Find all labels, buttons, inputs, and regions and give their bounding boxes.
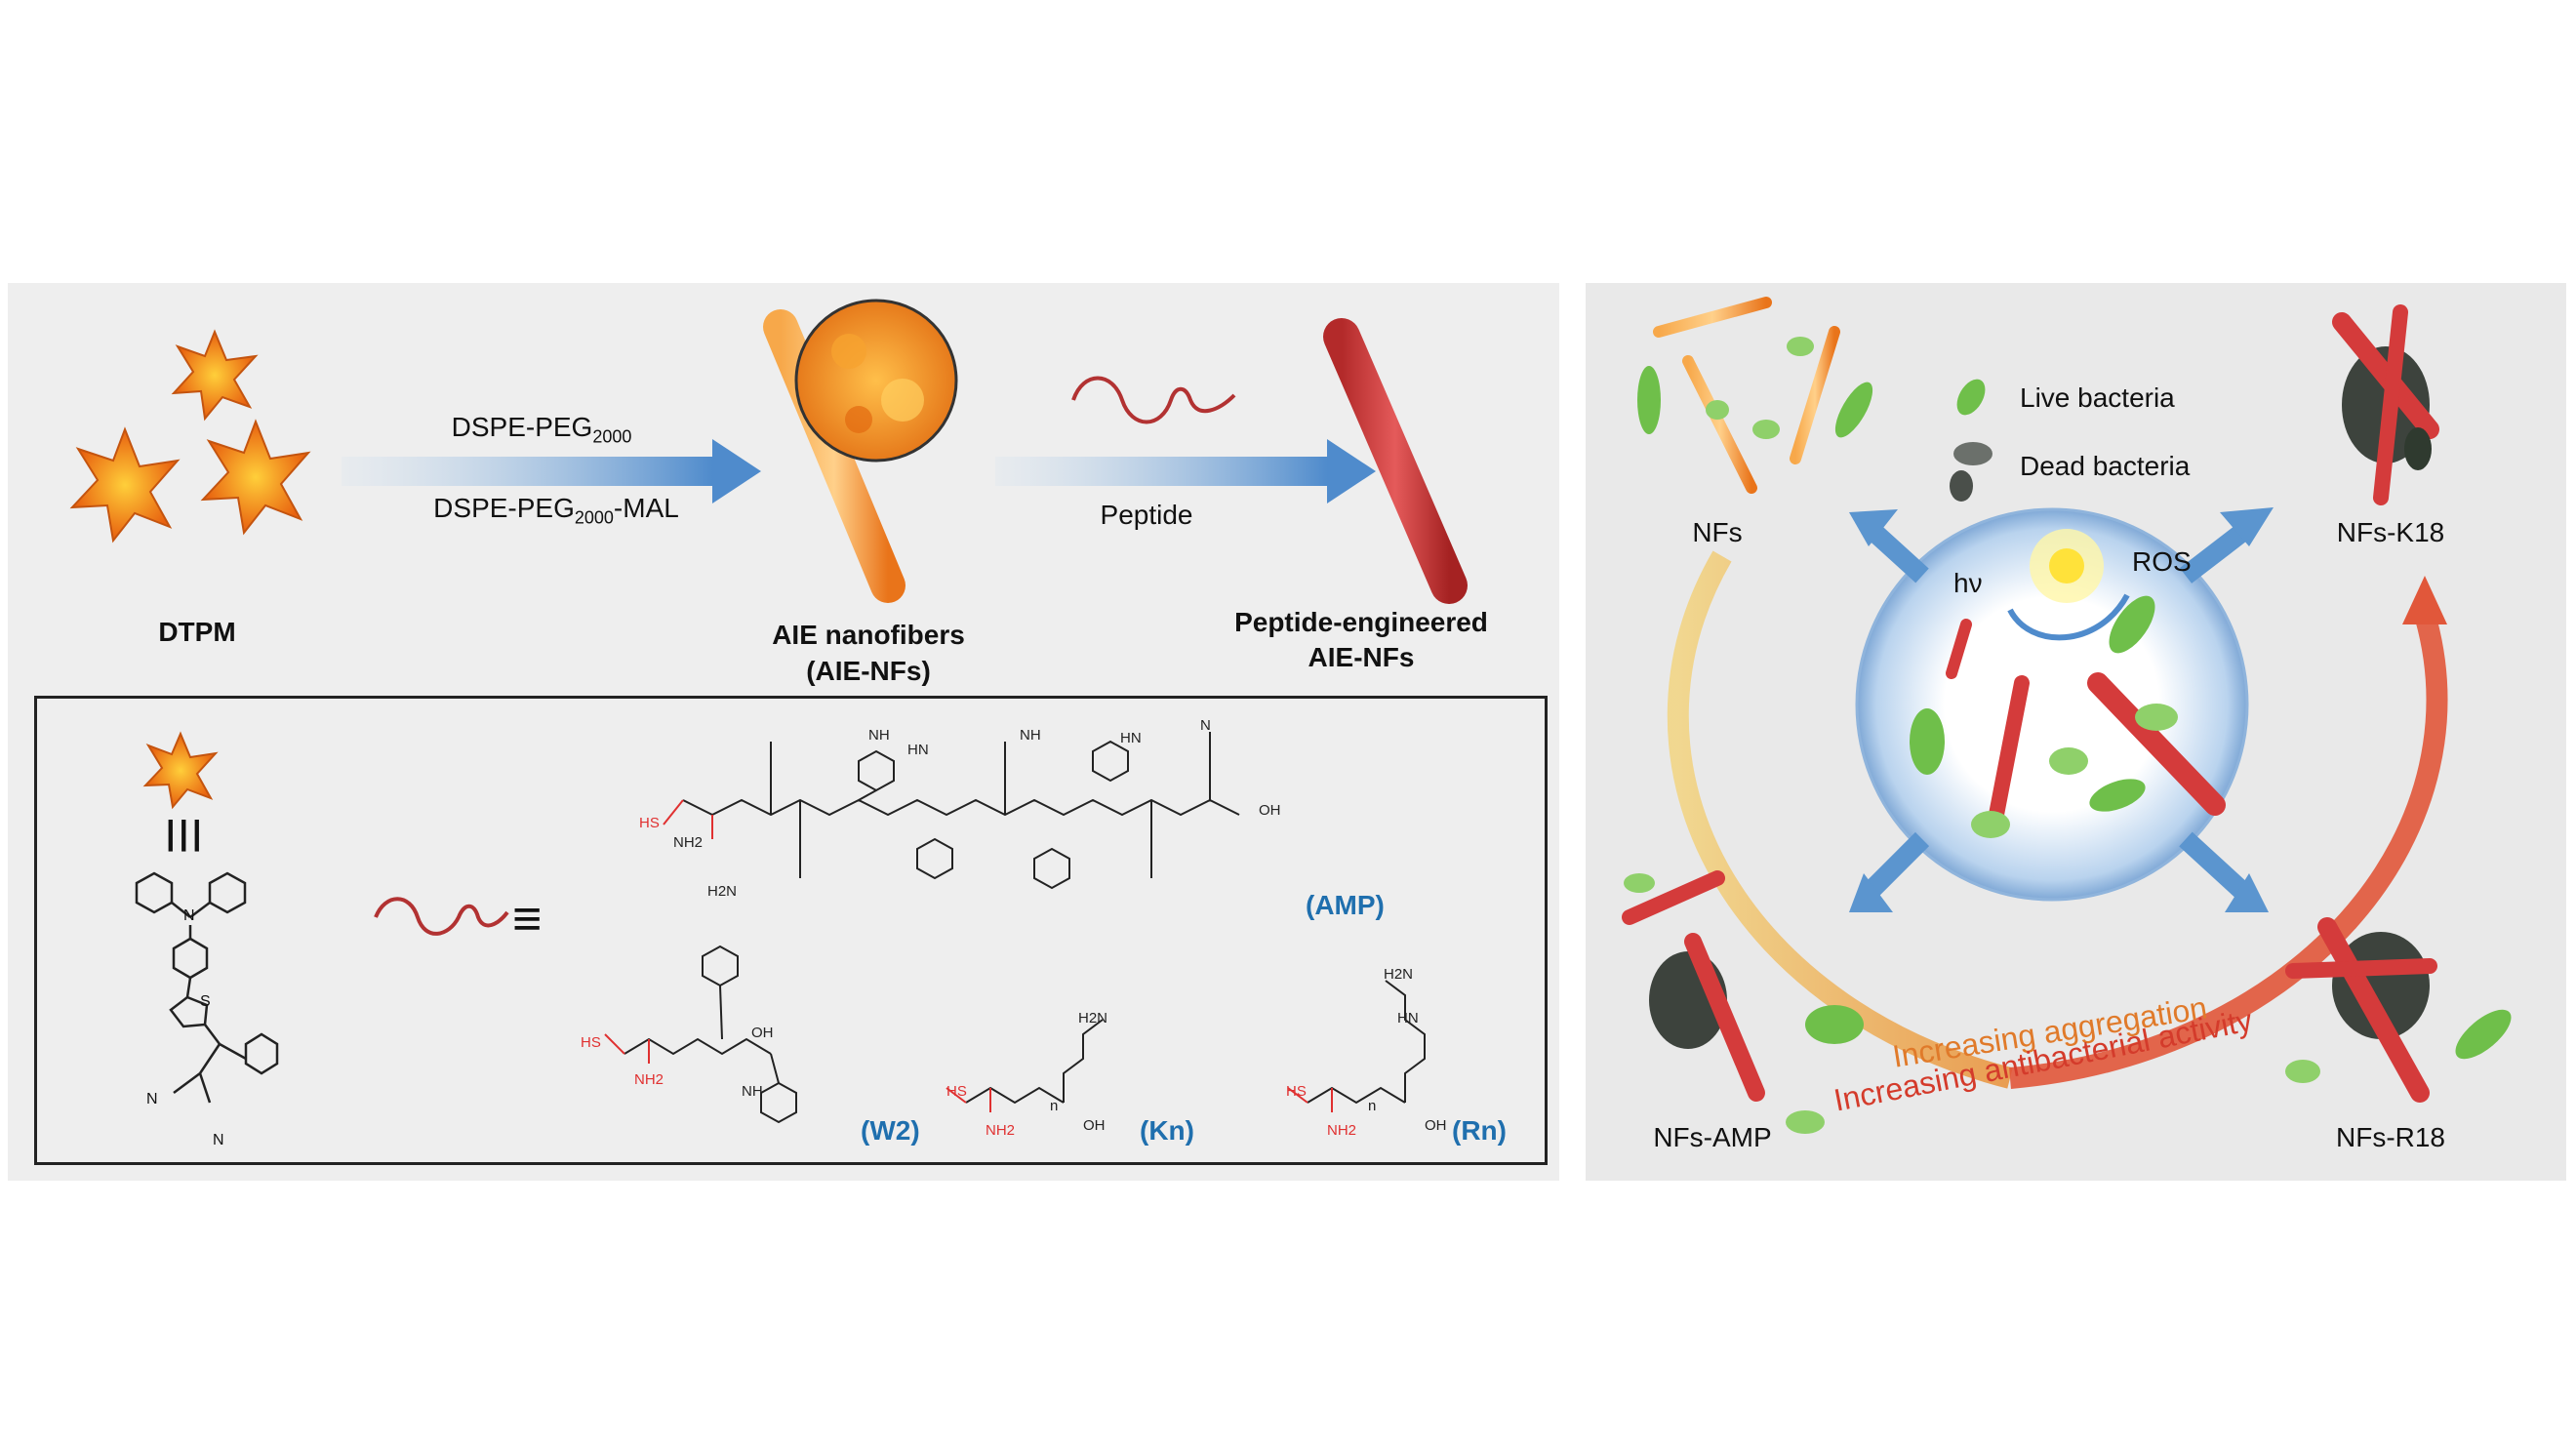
nanofiber-label-2: (AIE-NFs): [806, 656, 931, 686]
ros-arrow: [2007, 593, 2130, 641]
atom-label: H2N: [1384, 966, 1414, 983]
atom-label: HN: [907, 742, 929, 758]
atom-label: OH: [1259, 802, 1281, 819]
aie-nanofiber: [763, 299, 958, 603]
nfs-r18-group: [2285, 917, 2512, 1103]
synthesis-arrow-1: [342, 439, 761, 503]
reagent-top: DSPE-PEG2000: [452, 412, 632, 448]
atom-label: OH: [1425, 1117, 1447, 1134]
peptide-equiv-symbol: ≡: [512, 891, 543, 947]
equiv-symbol: |||: [166, 815, 206, 852]
engineered-label-1: Peptide-engineered: [1234, 607, 1488, 637]
atom-label: HS: [581, 1034, 601, 1051]
sphere-arrows: [1849, 507, 2274, 912]
peptide-engineered-rod: [1323, 318, 1468, 604]
nfs-group: [1637, 297, 1873, 494]
dtpm-label: DTPM: [158, 617, 236, 647]
dtpm-atom-cn2: N: [213, 1132, 224, 1148]
amp-label: (AMP): [1306, 890, 1385, 920]
atom-label: HN: [1397, 1010, 1419, 1026]
peptide-step-label: Peptide: [1100, 500, 1193, 530]
light-label: hν: [1953, 568, 1983, 598]
atom-label: NH: [868, 727, 890, 744]
atom-label: HS: [1286, 1083, 1307, 1100]
reagent-top-main: DSPE-PEG: [451, 412, 593, 442]
atom-label: n: [1368, 1098, 1377, 1114]
rn-label: (Rn): [1452, 1115, 1507, 1146]
atom-label: NH2: [1327, 1122, 1357, 1139]
atom-label: n: [1050, 1098, 1059, 1114]
dtpm-atom-cn1: N: [146, 1091, 158, 1107]
atom-label: NH2: [634, 1071, 664, 1088]
live-bacteria-icon: [1956, 379, 1986, 416]
nfs-label: NFs: [1692, 517, 1743, 547]
dtpm-atom-n: N: [183, 907, 195, 924]
mechanism-ring: [1667, 550, 2448, 1089]
dead-bacteria-icon: [1950, 442, 1992, 502]
w2-label: (W2): [861, 1115, 920, 1146]
atom-label: N: [1200, 717, 1211, 734]
left-panel: [8, 283, 1559, 1181]
reagent-top-sub: 2000: [592, 426, 632, 447]
atom-label: NH: [1020, 727, 1041, 744]
nanofiber-label-1: AIE nanofibers: [772, 620, 965, 650]
structures-box: [34, 696, 1548, 1165]
reagent-bottom-main: DSPE-PEG: [433, 493, 575, 523]
atom-label: NH2: [673, 834, 704, 851]
atom-label: HS: [946, 1083, 967, 1100]
atom-label: H2N: [707, 883, 738, 900]
amp-structure: [663, 732, 1240, 890]
nfs-r18-label: NFs-R18: [2335, 1122, 2446, 1152]
dtpm-star-2: [69, 426, 181, 543]
rn-structure: [1287, 980, 1426, 1112]
atom-label: HS: [639, 815, 660, 831]
reagent-bottom-sub: 2000: [574, 507, 614, 528]
peptide-squiggle-small: [374, 897, 509, 936]
reagent-bottom: DSPE-PEG2000-MAL: [433, 493, 679, 529]
dtpm-structure: [135, 871, 279, 1104]
light-source-icon: [2030, 529, 2104, 603]
legend-live-label: Live bacteria: [2020, 382, 2175, 413]
nfs-amp-group: [1622, 870, 1864, 1134]
dtpm-star-3: [200, 419, 311, 536]
kn-label: (Kn): [1140, 1115, 1194, 1146]
atom-label: HN: [1120, 730, 1142, 746]
ros-label: ROS: [2132, 546, 2192, 577]
atom-label: NH2: [986, 1122, 1016, 1139]
nfs-k18-label: NFs-K18: [2336, 517, 2445, 547]
engineered-label-2: AIE-NFs: [1308, 642, 1415, 672]
nfs-k18-group: [2332, 304, 2439, 505]
kn-structure: [946, 1019, 1104, 1112]
nfs-amp-label: NFs-AMP: [1653, 1122, 1772, 1152]
dtpm-atom-s: S: [200, 993, 211, 1010]
atom-label: OH: [1083, 1117, 1106, 1134]
reagent-bottom-post: -MAL: [613, 493, 679, 523]
atom-label: H2N: [1078, 1010, 1108, 1026]
dtpm-small-star: [142, 731, 219, 810]
atom-label: NH: [742, 1083, 763, 1100]
legend-dead-label: Dead bacteria: [2020, 451, 2191, 481]
peptide-squiggle: [1071, 376, 1236, 424]
w2-structure: [604, 945, 797, 1124]
synthesis-arrow-2: [995, 439, 1376, 503]
dtpm-star-1: [171, 329, 259, 422]
atom-label: OH: [751, 1025, 774, 1041]
